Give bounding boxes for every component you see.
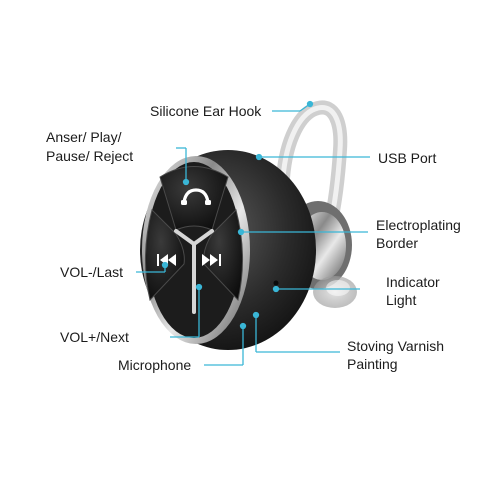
answer-button[interactable] xyxy=(159,166,229,231)
label-vol-minus: VOL-/Last xyxy=(60,264,124,280)
fast-forward-icon xyxy=(202,254,221,266)
silicone-ear-hook xyxy=(276,100,348,233)
label-vol-plus: VOL+/Next xyxy=(60,329,129,345)
phone-handset-icon xyxy=(181,188,211,205)
label-silicone-ear-hook: Silicone Ear Hook xyxy=(150,103,262,119)
label-answer-line2: Pause/ Reject xyxy=(46,148,134,164)
label-usb-port: USB Port xyxy=(378,150,437,166)
label-stoving-line1: Stoving Varnish xyxy=(347,338,445,354)
indicator-light xyxy=(273,280,279,286)
last-button[interactable] xyxy=(145,209,185,302)
label-answer-line1: Anser/ Play/ xyxy=(46,129,122,145)
next-button[interactable] xyxy=(203,209,243,302)
label-electroplating-line2: Border xyxy=(376,235,419,251)
leader-lines xyxy=(136,100,370,366)
label-indicator-line2: Light xyxy=(386,292,417,308)
label-indicator-line1: Indicator xyxy=(386,274,440,290)
label-stoving-line2: Painting xyxy=(347,356,398,372)
label-microphone: Microphone xyxy=(118,357,192,373)
control-buttons xyxy=(145,166,243,314)
label-electroplating-line1: Electroplating xyxy=(376,217,461,233)
